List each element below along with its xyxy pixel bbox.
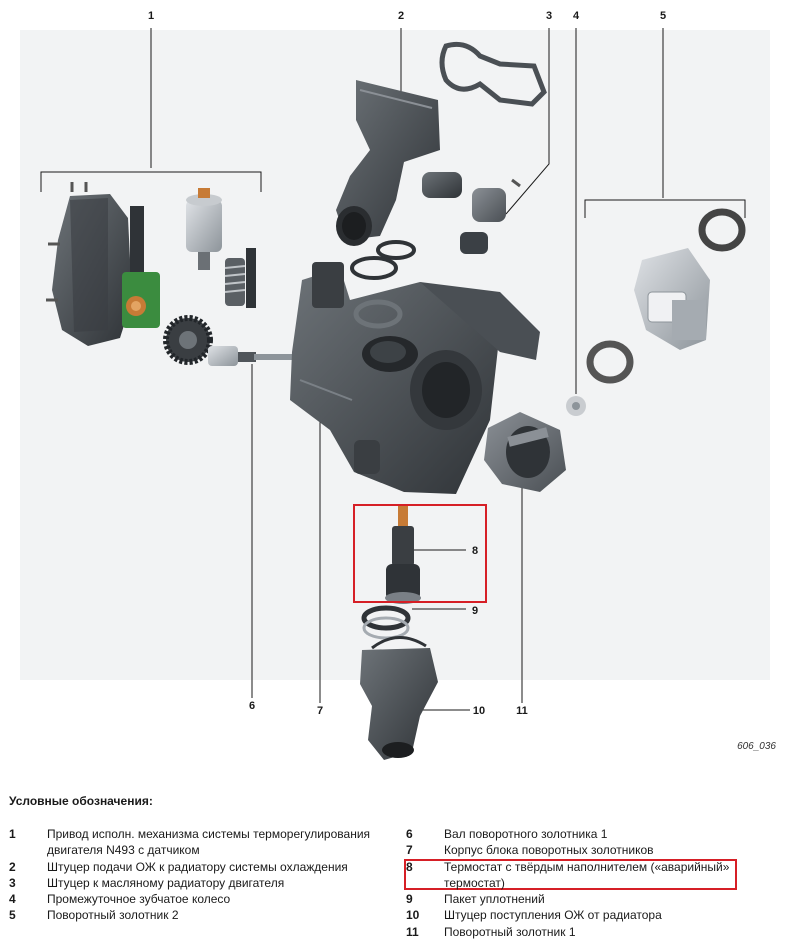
highlight-thermostat-diagram [353,504,487,603]
part-7-housing [290,262,540,494]
part-2-gasket [439,41,547,107]
legend-item: 9 Пакет уплотнений [406,891,776,907]
legend-item: 2 Штуцер подачи ОЖ к радиатору системы ох… [9,859,389,875]
part-10-radiator-inlet [360,636,438,760]
callout-7: 7 [317,705,323,717]
callout-9: 9 [472,605,478,617]
legend-item-number: 2 [9,859,16,874]
legend-item-number: 10 [406,908,420,923]
legend-item-number: 5 [9,908,16,923]
legend-item-text: Штуцер подачи ОЖ к радиатору системы охл… [47,859,348,874]
legend-item-text: Поворотный золотник 2 [47,908,179,923]
callout-6: 6 [249,700,255,712]
callout-1: 1 [148,10,154,22]
part-2-radiator-outlet [336,80,440,246]
legend-item: 4 Промежуточное зубчатое колесо [9,891,389,907]
callout-2: 2 [398,10,404,22]
legend-item-text: Привод исполн. механизма системы терморе… [47,827,371,858]
legend-item-text: Пакет уплотнений [444,892,545,907]
legend-item-number: 8 [406,859,413,874]
part-6-shaft [208,346,294,366]
legend-item-text: Промежуточное зубчатое колесо [47,892,231,907]
legend-item: 6 Вал поворотного золотника 1 [406,826,776,842]
part-3-oil-cooler-connector [422,172,521,254]
legend-item-number: 9 [406,892,413,907]
part-4-gear [163,315,213,365]
spider-seal [566,396,586,416]
legend-left-column: 1 Привод исполн. механизма системы термор… [9,826,389,924]
figure-id: 606_036 [737,741,776,752]
legend-item-text: Корпус блока поворотных золотников [444,843,654,858]
callout-10: 10 [473,705,485,717]
callout-4: 4 [573,10,580,22]
part-5-rotary-slide-2 [586,208,746,384]
legend-item-text: Штуцер к масляному радиатору двигателя [47,875,285,890]
legend-item: 11 Поворотный золотник 1 [406,924,776,940]
legend-item: 3 Штуцер к масляному радиатору двигателя [9,875,389,891]
legend-title: Условные обозначения: [9,794,153,808]
part-9-seal-pack [361,605,411,640]
legend-item: 8 Термостат с твёрдым наполнителем («авар… [406,859,776,892]
callout-11: 11 [516,705,528,717]
callout-3: 3 [546,10,552,22]
leader-lines [40,28,746,711]
legend-item-number: 7 [406,843,413,858]
legend-item: 1 Привод исполн. механизма системы термор… [9,826,389,859]
legend-item-number: 3 [9,875,16,890]
legend-item: 10 Штуцер поступления ОЖ от радиатора [406,907,776,923]
legend-item: 5 Поворотный золотник 2 [9,907,389,923]
highlight-thermostat-legend [404,859,737,890]
part-11-rotary-slide-1 [484,412,566,492]
callout-8: 8 [472,545,478,557]
legend-item-text: Поворотный золотник 1 [444,924,576,939]
legend-item-number: 4 [9,892,16,907]
seal-spring [353,299,403,329]
legend-item-text: Термостат с твёрдым наполнителем («авари… [444,859,730,890]
oring-b [350,256,398,280]
callout-5: 5 [660,10,666,22]
legend-item-number: 6 [406,827,413,841]
part-1-actuator [46,182,256,346]
leader-1 [40,28,262,192]
legend-right-column: 6 Вал поворотного золотника 1 7 Корпус бло… [406,826,776,940]
oring-a [376,240,416,260]
legend-item-number: 1 [9,827,16,841]
legend-item: 7 Корпус блока поворотных золотников [406,842,776,858]
leader-5 [584,28,746,218]
legend-item-number: 11 [406,924,419,939]
exploded-view-diagram: 1 2 3 4 5 6 7 8 9 10 11 606_036 [20,10,776,760]
legend-item-text: Вал поворотного золотника 1 [444,827,608,841]
leader-3 [505,28,550,215]
legend-item-text: Штуцер поступления ОЖ от радиатора [444,908,662,923]
